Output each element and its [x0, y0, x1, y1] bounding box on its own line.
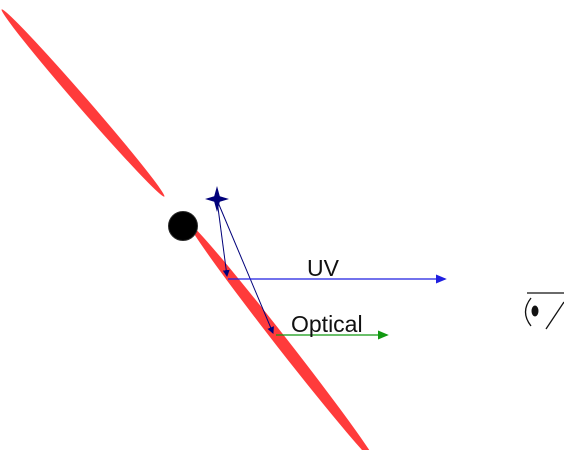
optical-label: Optical [291, 311, 363, 337]
source-ray-far [216, 199, 274, 334]
black-hole-icon [168, 211, 198, 241]
eye-icon [524, 292, 564, 330]
disk-upper-lobe [1, 9, 165, 197]
disk-lower-lobe [188, 223, 378, 450]
source-ray-near [216, 199, 230, 278]
uv-label: UV [307, 255, 340, 281]
four-point-star-icon [205, 186, 229, 212]
